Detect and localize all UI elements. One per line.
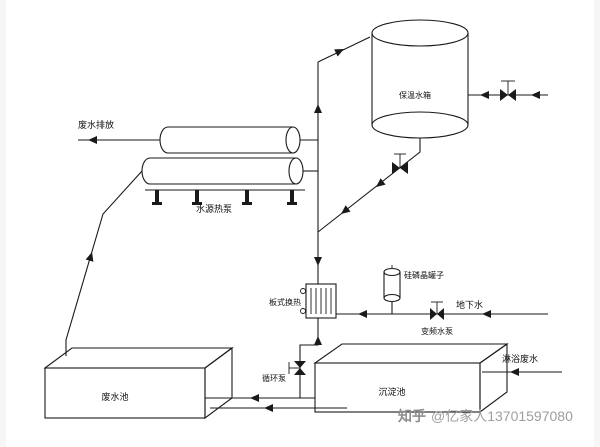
label-shower-waste-water: 淋浴废水 xyxy=(502,353,538,364)
heat-pump-unit: 水源热泵 xyxy=(141,126,318,214)
flow-arrow xyxy=(334,45,346,57)
flow-arrow xyxy=(338,205,351,218)
watermark-text: 知乎 @亿家人13701597080 xyxy=(398,408,573,424)
flow-arrow xyxy=(250,394,259,402)
flow-arrow xyxy=(85,250,96,262)
tank-makeup-pipe xyxy=(468,80,548,101)
flow-arrow xyxy=(480,91,489,99)
label-plate-heat-exchanger: 板式换热 xyxy=(269,297,301,307)
gate-valve-icon xyxy=(392,153,408,174)
flow-arrow xyxy=(314,257,322,266)
label-circulation-pump: 循环泵 xyxy=(262,373,286,383)
label-sedimentation-pool: 沉淀池 xyxy=(378,386,405,397)
watermark-handle: @亿家人13701597080 xyxy=(431,408,573,424)
insulated-water-tank: 保温水箱 xyxy=(371,19,469,139)
label-silicon-phosphor-canister: 硅磷晶罐子 xyxy=(404,270,444,280)
flow-arrow xyxy=(531,91,540,99)
pool-transfer-lines xyxy=(205,394,347,412)
flow-arrow xyxy=(314,336,322,345)
flow-arrow xyxy=(482,310,491,318)
tank-inlet-pipe xyxy=(317,36,371,63)
label-variable-frequency-pump: 变频水泵 xyxy=(421,326,453,336)
page-edge-right xyxy=(594,0,600,447)
circulation-pump-icon xyxy=(288,361,306,375)
label-insulated-water-tank: 保温水箱 xyxy=(399,90,431,100)
label-waste-water-pool: 废水池 xyxy=(101,391,128,402)
variable-frequency-pump-icon xyxy=(430,301,444,320)
flow-arrow xyxy=(358,310,367,318)
main-riser-pipe xyxy=(314,62,322,284)
heat-pump-return-line xyxy=(65,170,143,356)
flow-arrow xyxy=(88,136,97,144)
waste-water-pool: 废水池 xyxy=(43,346,234,420)
flow-arrow xyxy=(314,104,322,113)
gate-valve-icon xyxy=(500,80,516,101)
tank-outlet-pipe xyxy=(317,138,421,233)
label-groundwater: 地下水 xyxy=(456,299,483,310)
label-heat-pump: 水源热泵 xyxy=(196,203,232,214)
plate-heat-exchanger: 板式换热 xyxy=(269,283,337,319)
sedimentation-pool: 沉淀池 xyxy=(313,342,509,414)
label-waste-discharge: 废水排放 xyxy=(78,119,114,130)
hx-to-pool-pipe: 循环泵 xyxy=(262,318,322,398)
silicon-phosphor-canister: 硅磷晶罐子 xyxy=(383,265,444,314)
watermark-brand: 知乎 xyxy=(398,408,426,424)
watermark: 知乎 @亿家人13701597080 xyxy=(398,408,573,424)
flow-arrow xyxy=(510,368,519,376)
waste-discharge-line: 废水排放 xyxy=(78,119,160,144)
shower-waste-line: 淋浴废水 xyxy=(482,353,562,376)
groundwater-line: 地下水 变频水泵 xyxy=(336,299,548,336)
page-edge-left xyxy=(0,0,6,447)
flow-arrow xyxy=(264,404,273,412)
